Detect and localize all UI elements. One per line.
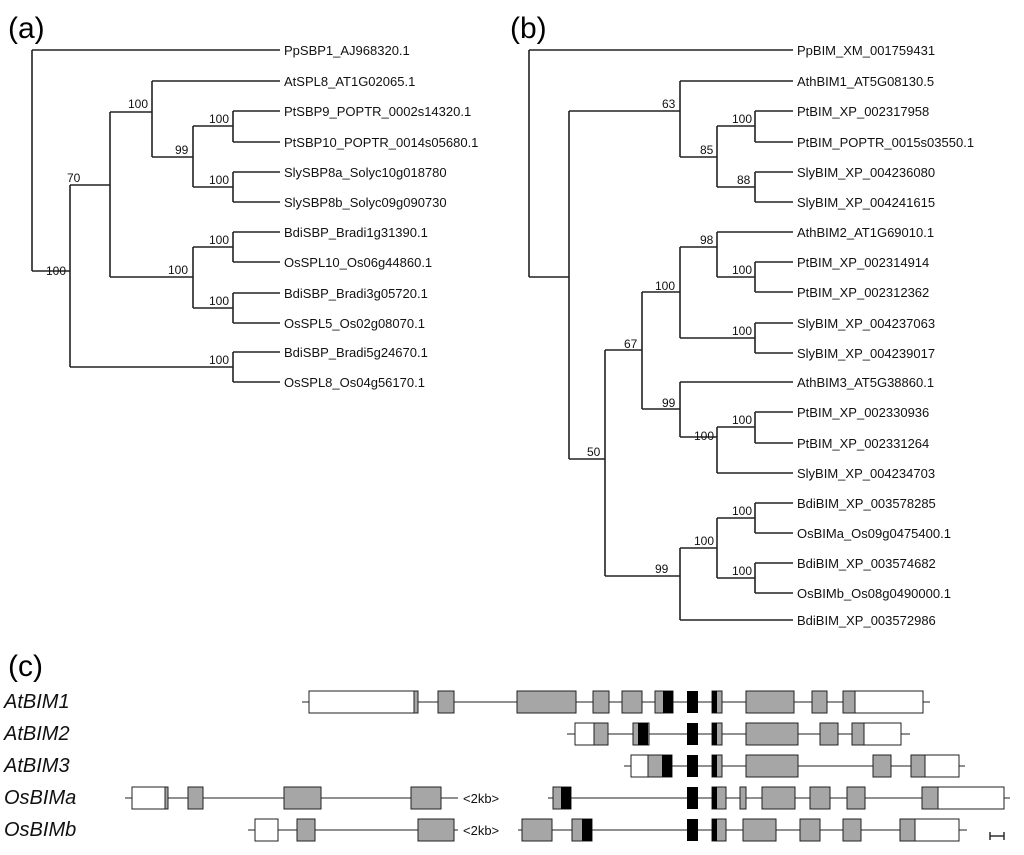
bootstrap-value: 67 — [624, 337, 638, 351]
leaf-label: AthBIM1_AT5G08130.5 — [797, 74, 934, 89]
tree-b-bootstrap-values: 63 100 88 85 98 100 100 100 100 99 100 6… — [587, 97, 752, 578]
panel-label-c: (c) — [8, 650, 43, 683]
bootstrap-value: 99 — [655, 562, 669, 576]
gene-model-osbimb: <2kb> — [248, 818, 967, 842]
leaf-label: OsBIMb_Os08g0490000.1 — [797, 586, 951, 601]
leaf-label: SlySBP8b_Solyc09g090730 — [284, 195, 447, 210]
bootstrap-value: 88 — [737, 173, 751, 187]
leaf-label: PtSBP9_POPTR_0002s14320.1 — [284, 104, 471, 119]
leaf-label: SlyBIM_XP_004241615 — [797, 195, 935, 210]
gene-model-osbima: <2kb> — [125, 786, 1010, 810]
bootstrap-value: 70 — [67, 171, 81, 185]
leaf-label: SlyBIM_XP_004236080 — [797, 165, 935, 180]
bootstrap-value: 100 — [655, 279, 675, 293]
bootstrap-value: 100 — [732, 504, 752, 518]
gene-structures: AtBIM1 AtBIM2 AtBIM3 OsBIMa OsBIMb — [3, 690, 1010, 842]
tree-b-branches — [528, 49, 793, 621]
leaf-label: BdiSBP_Bradi5g24670.1 — [284, 345, 428, 360]
bootstrap-value: 100 — [694, 429, 714, 443]
leaf-label: AtSPL8_AT1G02065.1 — [284, 74, 415, 89]
leaf-label: OsSPL5_Os02g08070.1 — [284, 316, 425, 331]
bootstrap-value: 100 — [732, 413, 752, 427]
tree-a-leaf-labels: PpSBP1_AJ968320.1 AtSPL8_AT1G02065.1 PtS… — [284, 43, 478, 390]
leaf-label: OsBIMa_Os09g0475400.1 — [797, 526, 951, 541]
gene-name: AtBIM3 — [3, 755, 70, 777]
leaf-label: PtBIM_XP_002314914 — [797, 255, 929, 270]
bootstrap-value: 99 — [175, 143, 189, 157]
leaf-label: PtBIM_POPTR_0015s03550.1 — [797, 135, 974, 150]
leaf-label: PtSBP10_POPTR_0014s05680.1 — [284, 135, 478, 150]
scale-bar — [989, 832, 1005, 840]
bootstrap-value: 100 — [168, 263, 188, 277]
bootstrap-value: 100 — [209, 233, 229, 247]
leaf-label: BdiSBP_Bradi3g05720.1 — [284, 286, 428, 301]
gene-name: OsBIMa — [4, 787, 76, 809]
leaf-label: AthBIM3_AT5G38860.1 — [797, 375, 934, 390]
bootstrap-value: 85 — [700, 143, 714, 157]
gene-name: OsBIMb — [4, 819, 76, 841]
leaf-label: OsSPL8_Os04g56170.1 — [284, 375, 425, 390]
gene-model-atbim2 — [567, 722, 910, 746]
bootstrap-value: 100 — [128, 97, 148, 111]
bootstrap-value: 100 — [732, 564, 752, 578]
panel-label-a: (a) — [8, 12, 45, 45]
gene-model-atbim1 — [302, 690, 930, 714]
tree-b: PpBIM_XM_001759431 AthBIM1_AT5G08130.5 P… — [528, 43, 974, 628]
bootstrap-value: 100 — [209, 294, 229, 308]
bootstrap-value: 63 — [662, 97, 676, 111]
leaf-label: BdiBIM_XP_003574682 — [797, 556, 936, 571]
leaf-label: SlyBIM_XP_004234703 — [797, 466, 935, 481]
leaf-label: SlyBIM_XP_004237063 — [797, 316, 935, 331]
gap-label: <2kb> — [463, 823, 499, 838]
leaf-label: PpBIM_XM_001759431 — [797, 43, 935, 58]
leaf-label: PtBIM_XP_002330936 — [797, 405, 929, 420]
bootstrap-value: 50 — [587, 445, 601, 459]
leaf-label: SlySBP8a_Solyc10g018780 — [284, 165, 447, 180]
bootstrap-value: 100 — [209, 173, 229, 187]
bootstrap-value: 100 — [209, 112, 229, 126]
bootstrap-value: 99 — [662, 396, 676, 410]
bootstrap-value: 100 — [732, 324, 752, 338]
leaf-label: PtBIM_XP_002331264 — [797, 436, 929, 451]
bootstrap-value: 100 — [732, 263, 752, 277]
tree-b-leaf-labels: PpBIM_XM_001759431 AthBIM1_AT5G08130.5 P… — [797, 43, 974, 628]
leaf-label: AthBIM2_AT1G69010.1 — [797, 225, 934, 240]
leaf-label: BdiSBP_Bradi1g31390.1 — [284, 225, 428, 240]
leaf-label: PtBIM_XP_002312362 — [797, 285, 929, 300]
bootstrap-value: 100 — [46, 264, 66, 278]
bootstrap-value: 100 — [209, 353, 229, 367]
leaf-label: PtBIM_XP_002317958 — [797, 104, 929, 119]
bootstrap-value: 100 — [732, 112, 752, 126]
tree-a: PpSBP1_AJ968320.1 AtSPL8_AT1G02065.1 PtS… — [31, 43, 478, 390]
leaf-label: OsSPL10_Os06g44860.1 — [284, 255, 432, 270]
leaf-label: BdiBIM_XP_003578285 — [797, 496, 936, 511]
leaf-label: BdiBIM_XP_003572986 — [797, 613, 936, 628]
gap-label: <2kb> — [463, 791, 499, 806]
leaf-label: PpSBP1_AJ968320.1 — [284, 43, 410, 58]
tree-a-branches — [31, 49, 280, 383]
gene-name: AtBIM1 — [3, 691, 70, 713]
gene-model-atbim3 — [624, 754, 965, 778]
gene-name: AtBIM2 — [3, 723, 70, 745]
panel-label-b: (b) — [510, 12, 547, 45]
bootstrap-value: 100 — [694, 534, 714, 548]
bootstrap-value: 98 — [700, 233, 714, 247]
leaf-label: SlyBIM_XP_004239017 — [797, 346, 935, 361]
tree-a-bootstrap-values: 100 99 100 100 70 100 100 100 100 100 — [46, 97, 229, 367]
